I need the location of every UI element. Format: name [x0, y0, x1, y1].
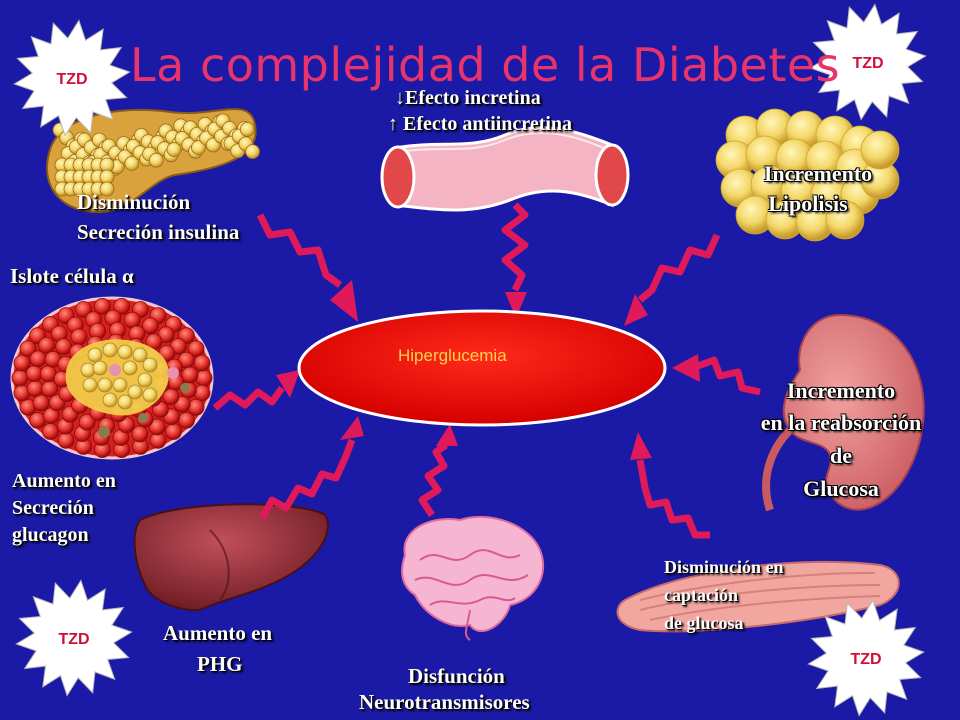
glucagon-label-line2: Secreción	[12, 497, 94, 519]
fat-label-line1: Incremento	[763, 161, 873, 186]
arrow-from-pancreas	[256, 213, 358, 322]
liver-illustration	[133, 503, 329, 612]
fat-label-line2: Lipolisis	[768, 191, 848, 216]
tzd-badge-bottom-right: TZD	[807, 599, 925, 717]
tzd-badge-top-left: TZD	[13, 19, 131, 137]
arrow-from-muscle	[630, 432, 710, 539]
tzd-badge-bottom-right-label: TZD	[850, 651, 881, 668]
arrows-group	[212, 202, 761, 539]
arrow-from-brain	[418, 424, 458, 517]
brain-label-line1: Disfunción	[408, 664, 505, 688]
arrow-from-fat	[624, 233, 721, 326]
tzd-badge-top-left-label: TZD	[56, 71, 87, 88]
intestine-illustration	[380, 126, 630, 212]
arrow-from-kidney	[672, 354, 761, 396]
hyperglycemia-node	[297, 309, 667, 427]
tzd-badge-top-right-label: TZD	[852, 55, 883, 72]
muscle-label-line3: de glucosa	[664, 613, 744, 633]
pancreas-label-line1: Disminución	[77, 190, 191, 214]
glucagon-label-line1: Aumento en	[12, 470, 116, 492]
kidney-label-line3: de	[830, 443, 852, 468]
islet-label: Islote célula α	[10, 264, 134, 288]
kidney-label-line2: en la reabsorción	[760, 410, 922, 435]
arrow-from-intestine	[501, 202, 529, 318]
tzd-badge-bottom-left-label: TZD	[58, 631, 89, 648]
muscle-label-line1: Disminución en	[664, 557, 784, 577]
hyperglycemia-label: Hiperglucemia	[398, 346, 507, 365]
brain-illustration	[401, 515, 545, 641]
muscle-label-line2: captación	[664, 585, 738, 605]
glucagon-label-line3: glucagon	[12, 524, 89, 546]
liver-label-line1: Aumento en	[163, 621, 273, 645]
adipose-illustration	[715, 108, 900, 242]
tzd-badge-bottom-left: TZD	[15, 579, 133, 697]
page-title: La complejidad de la Diabetes	[130, 38, 841, 92]
kidney-label-line4: Glucosa	[803, 476, 879, 501]
islet-illustration	[10, 296, 214, 460]
pancreas-label-line2: Secreción insulina	[77, 220, 240, 244]
liver-label-line2: PHG	[197, 652, 243, 676]
incretin-effect-decrease: ↓Efecto incretina	[395, 87, 541, 109]
antiincretin-effect-increase: ↑ Efecto antiincretina	[388, 113, 573, 135]
brain-label-line2: Neurotransmisores	[359, 690, 530, 714]
kidney-illustration	[762, 313, 925, 512]
kidney-label-line1: Incremento	[786, 378, 896, 403]
tzd-badge-top-right: TZD	[809, 3, 927, 121]
arrow-from-liver	[258, 416, 364, 520]
pancreas-illustration	[46, 108, 260, 214]
arrow-from-islet	[212, 370, 300, 411]
muscle-illustration	[616, 560, 900, 633]
